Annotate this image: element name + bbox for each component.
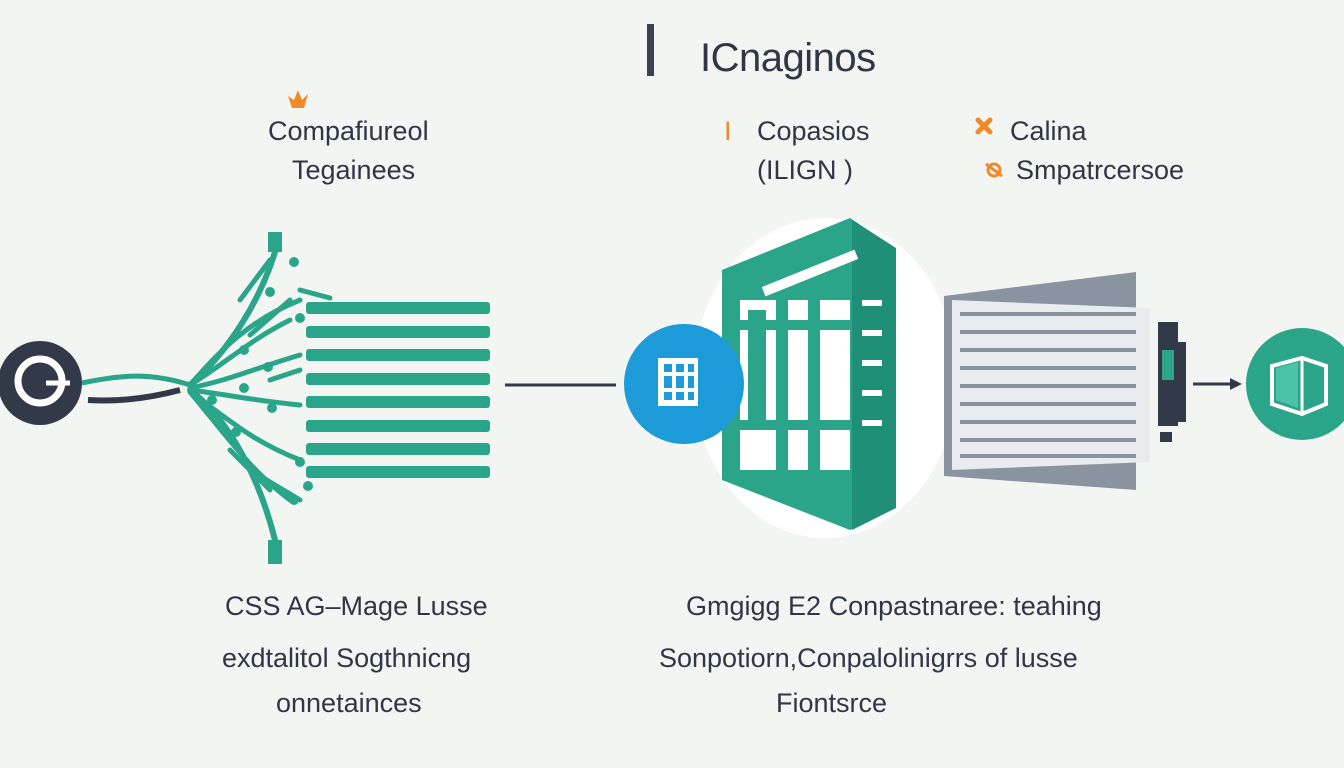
power-circle-icon (0, 341, 82, 425)
bottom-left-label-line3: onnetainces (276, 688, 422, 718)
server-building-icon (722, 218, 896, 530)
top-right-label-line1: Calina (1010, 116, 1087, 146)
bottom-right-label-line3: Fiontsrce (776, 688, 888, 718)
branching-lines-icon (187, 232, 333, 564)
top-left-label-line1: Compafiureol (268, 116, 429, 146)
blue-server-badge-icon (624, 324, 744, 444)
flame-icon (288, 90, 308, 108)
bottom-left-label-line1: CSS AG–Mage Lusse (225, 591, 488, 621)
document-stack-icon (944, 272, 1186, 490)
input-connector (81, 373, 191, 388)
bottom-left-label-line2: exdtalitol Sogthnicng (222, 643, 472, 673)
top-right-label-line2: Smpatrcersoe (1016, 155, 1185, 185)
gear-icon (975, 117, 1003, 178)
bottom-right-label-line2: Sonpotiorn,Conpalolinigrrs of lusse (659, 643, 1078, 673)
data-bars (306, 302, 490, 478)
input-connector-dark (87, 387, 181, 404)
top-mid-prefix: I (724, 116, 732, 146)
top-mid-label-line1: Copasios (757, 116, 870, 146)
box-circle-icon (1246, 328, 1344, 440)
bottom-right-label-line1: Gmgigg E2 Conpastnaree: teahing (686, 591, 1102, 621)
arrow-icon (1193, 378, 1242, 390)
page-title: ICnaginos (700, 36, 876, 80)
title-divider (647, 24, 654, 76)
top-left-label-line2: Tegainees (292, 155, 416, 185)
top-mid-label-line2: (ILIGN ) (757, 155, 854, 185)
branch-nodes (207, 257, 313, 505)
